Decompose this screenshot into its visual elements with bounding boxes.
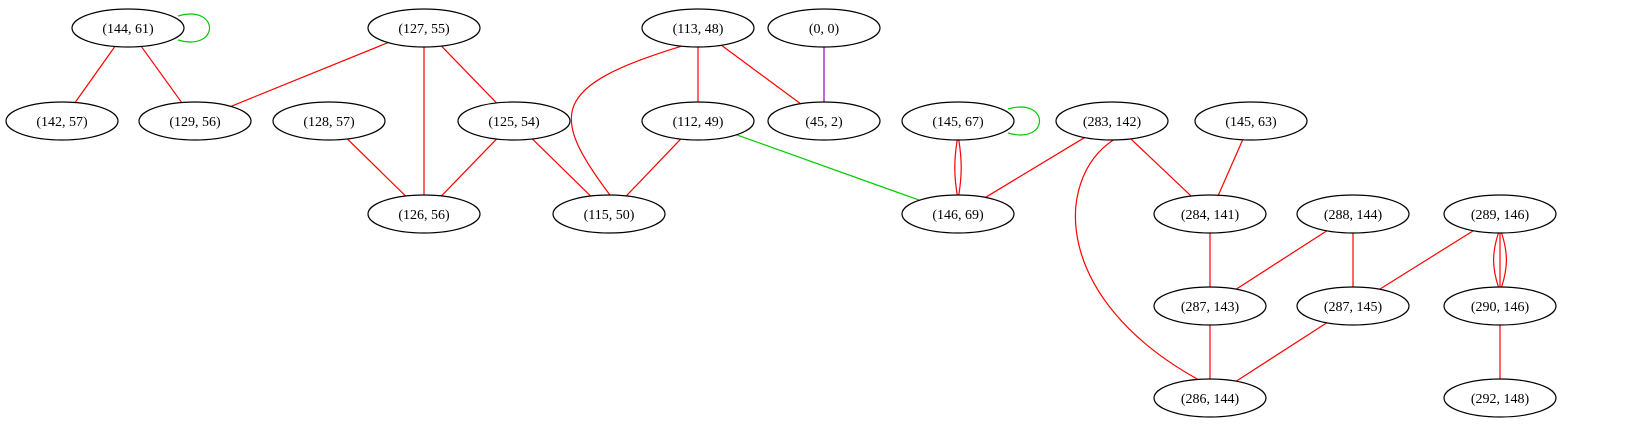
node-label: (115, 50) xyxy=(584,208,635,223)
node-label: (113, 48) xyxy=(673,22,724,37)
edge-128_57-to-126_56 xyxy=(346,138,407,197)
node-label: (288, 144) xyxy=(1324,208,1383,223)
node-label: (112, 49) xyxy=(673,115,724,130)
node-ellipse xyxy=(71,8,185,48)
node-113-48: (113, 48) xyxy=(641,8,755,48)
node-ellipse xyxy=(552,194,666,234)
node-ellipse xyxy=(1296,286,1410,326)
node-label: (283, 142) xyxy=(1083,115,1142,130)
node-ellipse xyxy=(5,101,119,141)
node-label: (127, 55) xyxy=(398,22,450,37)
edge-145_67-to-146_69-2 xyxy=(958,139,962,196)
edge-144_61-to-144_61-loop xyxy=(177,13,211,43)
edge-144_61-to-129_56 xyxy=(140,46,183,103)
node-145-63: (145, 63) xyxy=(1194,101,1308,141)
node-146-69: (146, 69) xyxy=(901,194,1015,234)
node-label: (287, 145) xyxy=(1324,300,1383,315)
edge-287_145-to-286_144 xyxy=(1235,322,1328,382)
node-128-57: (128, 57) xyxy=(272,101,386,141)
node-288-144: (288, 144) xyxy=(1296,194,1410,234)
node-142-57: (142, 57) xyxy=(5,101,119,141)
edge-283_142-to-284_141 xyxy=(1130,138,1192,197)
node-129-56: (129, 56) xyxy=(138,101,252,141)
node-label: (125, 54) xyxy=(488,115,540,130)
edge-289_146-to-287_145 xyxy=(1379,230,1474,290)
node-ellipse xyxy=(367,8,481,48)
node-ellipse xyxy=(767,8,881,48)
node-284-141: (284, 141) xyxy=(1153,194,1267,234)
edge-113_48-to-115_50 xyxy=(570,45,682,196)
edge-283_142-to-146_69 xyxy=(985,137,1085,198)
node-ellipse xyxy=(1443,194,1557,234)
node-label: (142, 57) xyxy=(36,115,88,130)
node-287-145: (287, 145) xyxy=(1296,286,1410,326)
edge-289_146-to-290_146-1 xyxy=(1493,232,1499,288)
edge-145_67-to-145_67-loop xyxy=(1007,106,1041,136)
node-112-49: (112, 49) xyxy=(641,101,755,141)
node-label: (145, 63) xyxy=(1225,115,1277,130)
edge-145_63-to-284_141 xyxy=(1217,139,1244,196)
edge-145_67-to-146_69-1 xyxy=(954,139,958,196)
node-289-146: (289, 146) xyxy=(1443,194,1557,234)
node-ellipse xyxy=(1153,378,1267,418)
node-ellipse xyxy=(457,101,571,141)
edge-125_54-to-126_56 xyxy=(441,138,497,197)
node-label: (284, 141) xyxy=(1181,208,1240,223)
node-286-144: (286, 144) xyxy=(1153,378,1267,418)
node-label: (289, 146) xyxy=(1471,208,1530,223)
node-ellipse xyxy=(1194,101,1308,141)
node-144-61: (144, 61) xyxy=(71,8,185,48)
node-45-2: (45, 2) xyxy=(767,101,881,141)
node-ellipse xyxy=(272,101,386,141)
node-label: (287, 143) xyxy=(1181,300,1240,315)
edge-113_48-to-45_2 xyxy=(721,44,801,105)
node-label: (128, 57) xyxy=(303,115,355,130)
node-ellipse xyxy=(641,8,755,48)
node-287-143: (287, 143) xyxy=(1153,286,1267,326)
edge-283_142-to-286_144 xyxy=(1074,139,1199,380)
node-ellipse xyxy=(641,101,755,141)
node-ellipse xyxy=(367,194,481,234)
edge-127_55-to-125_54 xyxy=(441,45,497,104)
node-0-0: (0, 0) xyxy=(767,8,881,48)
edges-layer xyxy=(74,13,1507,382)
node-ellipse xyxy=(138,101,252,141)
node-127-55: (127, 55) xyxy=(367,8,481,48)
node-label: (126, 56) xyxy=(398,208,450,223)
node-label: (146, 69) xyxy=(932,208,984,223)
node-label: (290, 146) xyxy=(1471,300,1530,315)
node-label: (144, 61) xyxy=(102,22,154,37)
node-label: (292, 148) xyxy=(1471,392,1530,407)
node-ellipse xyxy=(901,194,1015,234)
node-ellipse xyxy=(1443,286,1557,326)
edge-112_49-to-115_50 xyxy=(625,138,682,197)
node-125-54: (125, 54) xyxy=(457,101,571,141)
edge-288_144-to-287_143 xyxy=(1235,230,1328,290)
node-290-146: (290, 146) xyxy=(1443,286,1557,326)
nodes-layer: (144, 61) (127, 55) (113, 48) (0, 0) (142, 5… xyxy=(5,8,1557,418)
node-126-56: (126, 56) xyxy=(367,194,481,234)
node-115-50: (115, 50) xyxy=(552,194,666,234)
node-283-142: (283, 142) xyxy=(1055,101,1169,141)
node-ellipse xyxy=(1443,378,1557,418)
node-label: (145, 67) xyxy=(932,115,984,130)
edge-127_55-to-129_56 xyxy=(230,42,389,107)
node-label: (45, 2) xyxy=(805,115,843,130)
edge-125_54-to-115_50 xyxy=(531,138,592,197)
edge-289_146-to-290_146-3 xyxy=(1501,232,1507,288)
node-ellipse xyxy=(901,101,1015,141)
edge-144_61-to-142_57 xyxy=(74,46,116,103)
edge-112_49-to-146_69 xyxy=(736,134,920,201)
node-ellipse xyxy=(1153,194,1267,234)
node-ellipse xyxy=(1055,101,1169,141)
node-ellipse xyxy=(1296,194,1410,234)
node-ellipse xyxy=(1153,286,1267,326)
node-label: (129, 56) xyxy=(169,115,221,130)
node-label: (286, 144) xyxy=(1181,392,1240,407)
node-ellipse xyxy=(767,101,881,141)
node-145-67: (145, 67) xyxy=(901,101,1015,141)
node-292-148: (292, 148) xyxy=(1443,378,1557,418)
node-label: (0, 0) xyxy=(809,22,840,37)
